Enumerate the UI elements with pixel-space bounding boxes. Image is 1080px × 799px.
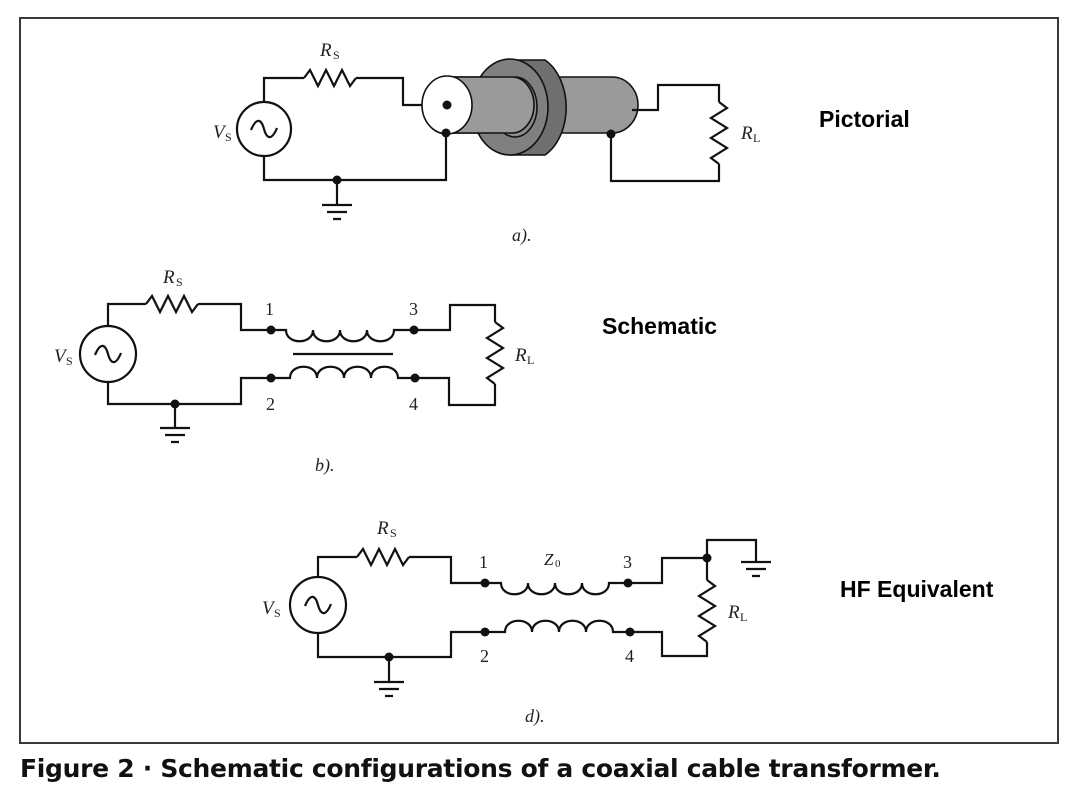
- ground-icon: [160, 404, 190, 444]
- primary-winding-icon: [271, 328, 414, 343]
- rl-sub: L: [753, 131, 760, 145]
- coax-cable-icon: [421, 58, 639, 156]
- node-label: 4: [625, 646, 634, 666]
- section-sublabel: b).: [315, 455, 335, 476]
- ground-icon: [322, 180, 352, 221]
- node-label: 3: [623, 552, 632, 572]
- section-sublabel: a).: [512, 225, 532, 246]
- rl-label: R: [727, 602, 740, 623]
- section-schematic: V S R S 1 2 3 4 R L b). Schematic: [54, 267, 717, 476]
- source-sub: S: [66, 354, 73, 368]
- resistor-rs-icon: [145, 293, 199, 315]
- source-label: V: [213, 122, 227, 143]
- rs-label: R: [319, 40, 332, 61]
- figure-frame: [19, 17, 1059, 744]
- node-label: 1: [479, 552, 488, 572]
- wire: [316, 555, 357, 577]
- z0-label: Z: [544, 550, 554, 569]
- rs-sub: S: [176, 275, 183, 289]
- resistor-rl-icon: [484, 321, 506, 385]
- wire: [414, 303, 497, 332]
- node-label: 2: [480, 646, 489, 666]
- rl-label: R: [514, 345, 527, 366]
- ground-icon: [741, 560, 771, 578]
- wire: [630, 630, 709, 658]
- wire: [262, 76, 304, 102]
- section-pictorial: V S R S: [213, 40, 910, 246]
- resistor-rs-icon: [303, 67, 357, 89]
- resistor-rl-icon: [696, 579, 718, 643]
- source-sub: S: [274, 606, 281, 620]
- wire: [415, 376, 497, 407]
- resistor-rl-icon: [708, 101, 730, 165]
- section-sublabel: d).: [525, 706, 545, 727]
- figure-caption: Figure 2 · Schematic configurations of a…: [20, 754, 941, 783]
- wire: [262, 133, 448, 182]
- resistor-rs-icon: [356, 546, 410, 568]
- wire: [106, 376, 271, 406]
- z0-sub: 0: [555, 558, 561, 570]
- wire: [628, 556, 709, 585]
- source-label: V: [262, 598, 276, 619]
- voltage-source-icon: [78, 324, 138, 384]
- rs-sub: S: [333, 48, 340, 62]
- rl-sub: L: [740, 610, 747, 624]
- ground-icon: [374, 657, 404, 698]
- rl-label: R: [740, 123, 753, 144]
- wire: [316, 630, 485, 659]
- rs-label: R: [376, 518, 389, 539]
- section-hf-equivalent: V S R S 1 2 3 4 Z 0 R: [262, 518, 994, 727]
- section-title: Schematic: [602, 313, 717, 339]
- section-title: Pictorial: [819, 106, 910, 132]
- wire: [409, 555, 485, 585]
- z0-line-bottom-icon: [485, 619, 630, 634]
- section-title: HF Equivalent: [840, 576, 994, 602]
- wire: [632, 83, 721, 112]
- rl-sub: L: [527, 353, 534, 367]
- rs-label: R: [162, 267, 175, 288]
- voltage-source-icon: [288, 575, 348, 635]
- voltage-source-icon: [235, 100, 293, 158]
- node-label: 4: [409, 394, 418, 414]
- source-sub: S: [225, 130, 232, 144]
- node-label: 3: [409, 299, 418, 319]
- wire: [609, 134, 721, 183]
- z0-line-top-icon: [485, 581, 628, 596]
- coax-center-terminal: [442, 100, 452, 110]
- wire: [106, 302, 146, 326]
- rs-sub: S: [390, 526, 397, 540]
- coax-shield-terminal: [441, 128, 451, 138]
- wire: [198, 302, 271, 332]
- node-label: 2: [266, 394, 275, 414]
- wire: [705, 538, 758, 562]
- node-label: 1: [265, 299, 274, 319]
- secondary-winding-icon: [271, 365, 415, 380]
- source-label: V: [54, 346, 68, 367]
